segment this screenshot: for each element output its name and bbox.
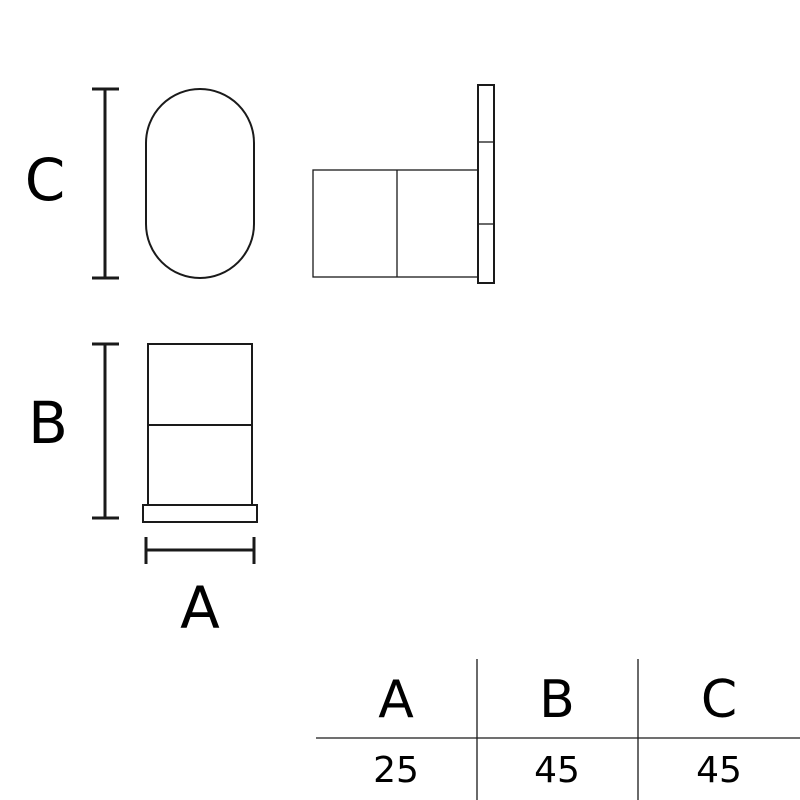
top-view-base-plate: [142, 504, 258, 523]
table-header-b: B: [539, 670, 575, 730]
dimension-b-label: B: [28, 389, 68, 457]
table-value-a: 25: [373, 750, 419, 791]
table-header-c: C: [701, 670, 737, 730]
dimension-b: B: [28, 342, 119, 520]
dimensions-table: A B C 25 45 45: [316, 659, 800, 800]
top-view: [142, 343, 258, 523]
side-view-body: [312, 169, 479, 278]
dimension-c: C: [25, 87, 119, 280]
table-value-c: 45: [696, 750, 742, 791]
side-view: [312, 84, 495, 284]
table-value-b: 45: [534, 750, 580, 791]
dimension-a-label: A: [180, 574, 220, 642]
side-view-wall-plate: [477, 84, 495, 284]
front-view-oval: [145, 88, 255, 279]
dimension-a: A: [144, 537, 256, 642]
table-header-a: A: [378, 670, 414, 730]
dimension-c-label: C: [25, 146, 66, 214]
